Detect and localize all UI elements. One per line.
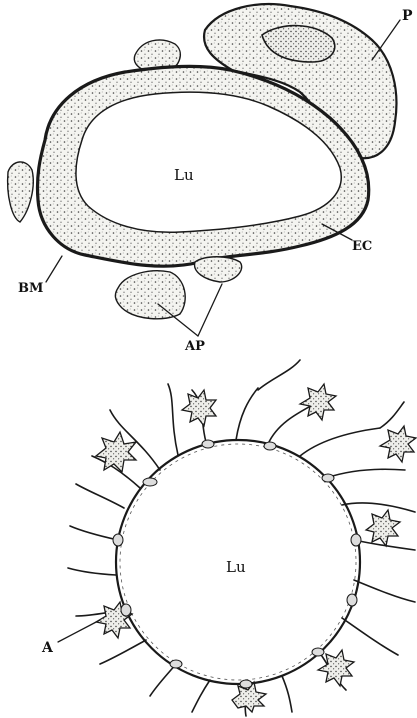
astrocyte-processes-label: AP: [184, 339, 205, 354]
process-fragment-left: [8, 162, 34, 222]
astrocyte-body-6: [318, 650, 354, 686]
basement-membrane-label: BM: [18, 281, 43, 296]
astrocyte-process-fragment-2: [195, 257, 242, 282]
bottom-panel: Lu A: [41, 360, 416, 716]
top-lumen-label: Lu: [174, 166, 194, 184]
bottom-lumen-label: Lu: [226, 558, 246, 576]
pericyte-label: P: [402, 8, 413, 24]
astrocyte-body-4: [380, 426, 416, 462]
astrocyte-leader-line: [58, 620, 100, 642]
astrocyte-process-fragment-1: [115, 271, 185, 319]
astrocyte-body-1: [96, 432, 136, 472]
astrocyte-label: A: [41, 640, 54, 656]
astrocyte-body-8: [366, 510, 400, 546]
top-panel: Lu P EC BM AP: [8, 4, 413, 354]
astrocyte-body-3: [300, 384, 336, 420]
astrocyte-body-2: [182, 390, 216, 426]
endothelial-cell-label: EC: [352, 239, 372, 254]
